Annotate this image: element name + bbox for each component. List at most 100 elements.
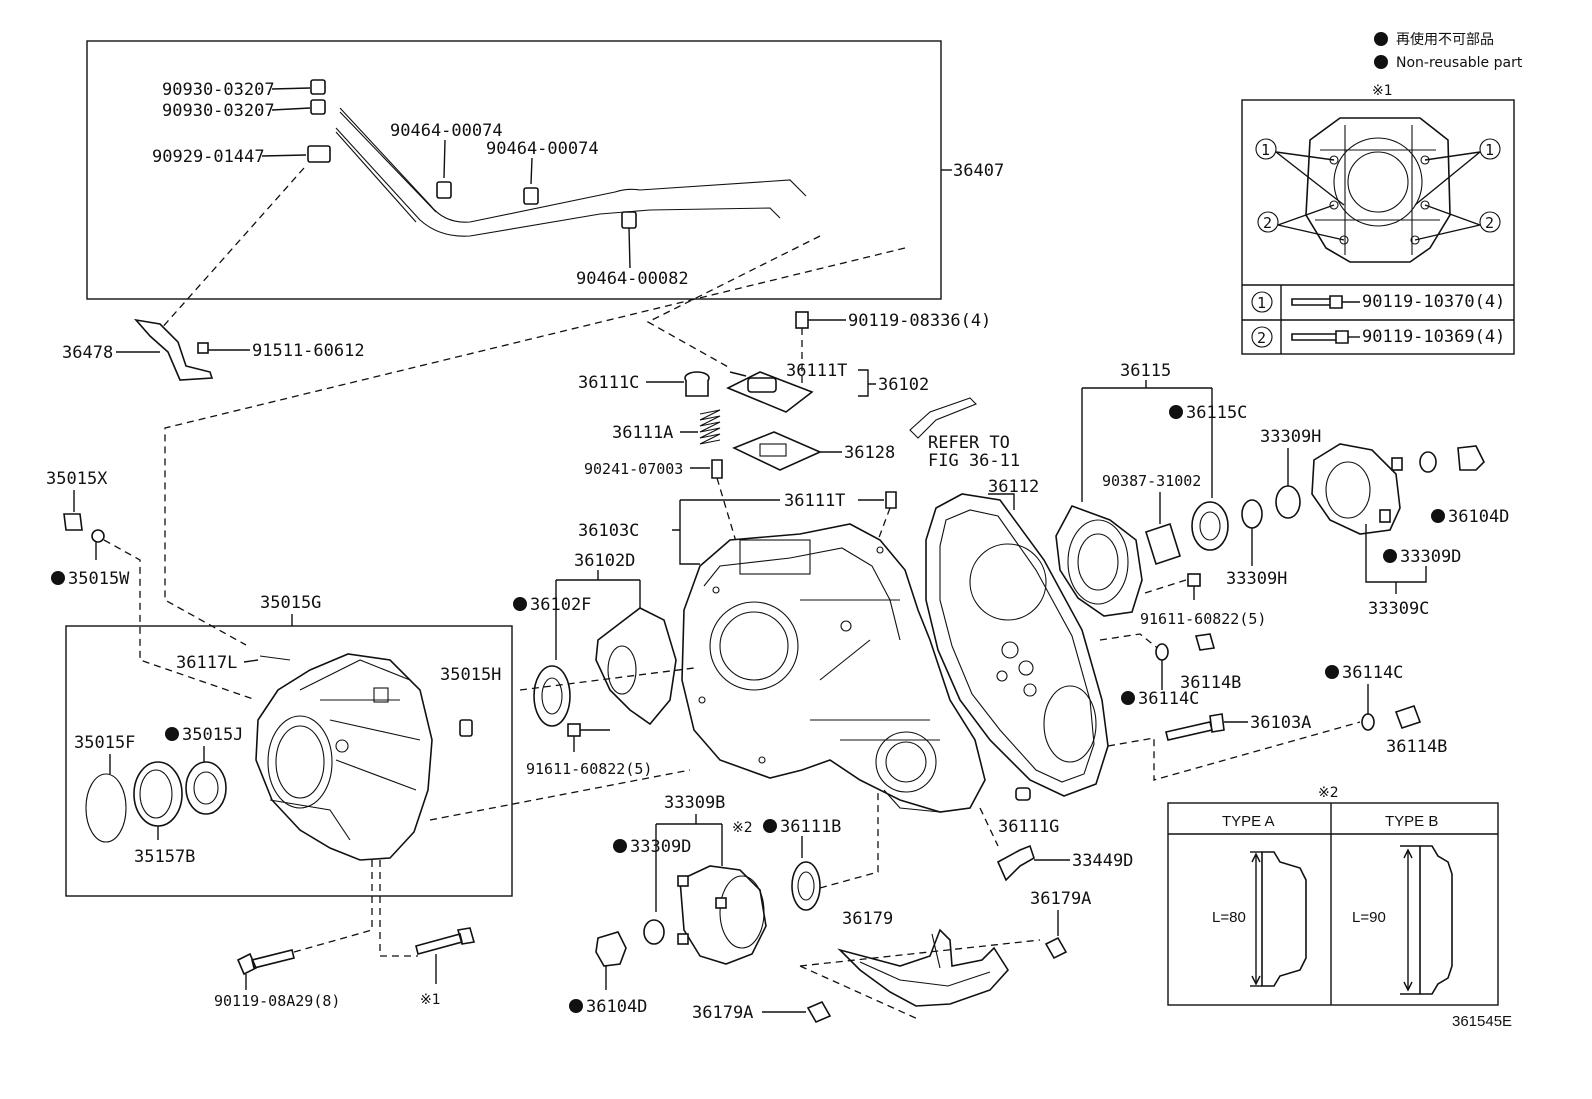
label-90387-31002: 90387-31002: [1102, 472, 1201, 490]
row-1-num: 1: [1257, 294, 1266, 312]
label-36104D-left: 36104D: [586, 997, 647, 1017]
inset-note1-frame: [1241, 99, 1515, 355]
seal-33309H: [1275, 485, 1301, 519]
label-90119-08336: 90119-08336(4): [848, 311, 991, 331]
legend-jp: 再使用不可部品: [1396, 31, 1494, 48]
inset-note1-marker: ※1: [1372, 83, 1393, 99]
pin-36111G: [1015, 787, 1031, 801]
non-reusable-dot-icon: [165, 727, 179, 741]
non-reusable-dot-icon: [569, 999, 583, 1013]
spacer-35157B: [133, 761, 183, 827]
label-33309B: 33309B: [664, 793, 725, 813]
union-fitting-icon: [310, 99, 326, 115]
hose-clip-icon: [621, 211, 637, 229]
bolt-icon: [1291, 295, 1343, 309]
type-a-header: TYPE A: [1222, 813, 1275, 830]
bolt-36179A: [1044, 936, 1068, 960]
inset-note2-marker: ※2: [1318, 785, 1339, 801]
extension-36115: [1055, 505, 1143, 617]
label-91611-60822-left: 91611-60822(5): [526, 760, 652, 778]
plug-36114B: [1194, 633, 1216, 651]
hose-clip-icon: [523, 187, 539, 205]
label-35015J: 35015J: [182, 725, 243, 745]
callout-2-circle: [1257, 211, 1279, 233]
bearing-36115C: [1191, 501, 1229, 551]
drain-fill-plugs: 36114B 36114C 36103A 36114C 36114B: [1099, 633, 1447, 781]
label-36111B: 36111B: [780, 817, 841, 837]
bolt-note1: [415, 927, 476, 955]
non-reusable-dot-icon: [1383, 549, 1397, 563]
gasket-36114C: [1155, 643, 1169, 661]
seal-type-a: [1261, 851, 1307, 987]
label-90930-03207-b: 90930-03207: [162, 101, 275, 121]
sensor-33449D: [996, 844, 1035, 882]
label-36103A: 36103A: [1250, 713, 1311, 733]
label-90930-03207-a: 90930-03207: [162, 80, 275, 100]
plug-group-35015X: 35015X 35015W: [46, 469, 257, 701]
callout-1: 1: [1261, 141, 1270, 159]
label-36407: 36407: [953, 161, 1004, 181]
label-33309H-bot: 33309H: [1226, 569, 1287, 589]
refer-note: REFER TO FIG 36-11: [845, 397, 1020, 627]
row-1-circle: [1251, 291, 1273, 313]
label-36114C-mid: 36114C: [1138, 689, 1199, 709]
type-b-header: TYPE B: [1385, 813, 1438, 830]
callout-2: 2: [1263, 214, 1272, 232]
label-35157B: 35157B: [134, 847, 195, 867]
sensor-group: 36111G 33449D: [979, 787, 1133, 882]
refer-fig: FIG 36-11: [928, 451, 1020, 471]
label-35015X: 35015X: [46, 469, 108, 489]
gasket-36128: [732, 431, 822, 471]
extension-group-36115: 36115 36115C 90387-31002 91611-60822(5): [1055, 361, 1266, 628]
label-36111A: 36111A: [612, 423, 673, 443]
hose-assembly-box: 36407 90930-03207 90930-03207 90929-0144…: [86, 40, 1004, 300]
non-reusable-dot-icon: [613, 839, 627, 853]
hose-clip-icon: [436, 181, 452, 199]
gasket-35015W: [91, 529, 105, 543]
note2-marker: ※2: [732, 820, 753, 836]
bushing-90387: [1145, 522, 1181, 566]
label-36102D: 36102D: [574, 551, 635, 571]
length-b: L=90: [1352, 909, 1386, 926]
snap-ring-35015F: [85, 773, 127, 843]
bolt-36179A: [806, 1000, 832, 1024]
nut-36104D: [595, 931, 627, 967]
label-36117L: 36117L: [176, 653, 237, 673]
oil-seal-36111B: [791, 861, 821, 911]
label-36111T-mid: 36111T: [784, 491, 845, 511]
oil-seal-35015J: [185, 761, 227, 815]
label-90464-00074-a: 90464-00074: [390, 121, 503, 141]
non-reusable-dot-icon: [1374, 32, 1388, 46]
refer-text: REFER TO: [928, 433, 1010, 453]
transfer-case-36103C: [681, 523, 986, 813]
case-cover-36112: 36112: [925, 477, 1109, 797]
flange-group-33309B: 33309B 33309D 36104D ※2 36111B: [569, 790, 879, 1017]
housing-35015G: [255, 653, 433, 861]
skid-plate-36179: [837, 928, 1010, 1007]
legend: 再使用不可部品 Non-reusable part: [1374, 31, 1523, 71]
label-36111G: 36111G: [998, 817, 1059, 837]
nut-36104D: [1457, 445, 1485, 471]
seal-type-b: [1419, 845, 1453, 995]
flange-group-33309C: 33309H 33309H 36104D 33309D 33309C: [1226, 427, 1509, 619]
label-90241-07003: 90241-07003: [584, 460, 683, 478]
label-36128: 36128: [844, 443, 895, 463]
bolt-icon: [1291, 330, 1349, 344]
label-33309H-top: 33309H: [1260, 427, 1321, 447]
bolt-90119-08A29: [236, 949, 295, 976]
non-reusable-dot-icon: [1121, 691, 1135, 705]
gasket-36114C: [1361, 713, 1375, 731]
label-35015F: 35015F: [74, 733, 135, 753]
breather-hose-upper: [339, 107, 807, 223]
oil-seal-36102F: [533, 665, 571, 727]
cover-group-36102: 90119-08336(4) 36111T 36102 36111C 36111…: [578, 311, 991, 556]
figure-id: 361545E: [1452, 1013, 1512, 1030]
label-90464-00074-b: 90464-00074: [486, 139, 599, 159]
callout-1-circle: [1255, 138, 1277, 160]
bolt-icon: [795, 311, 809, 329]
label-36102F: 36102F: [530, 595, 591, 615]
label-90464-00082: 90464-00082: [576, 269, 689, 289]
label-35015W: 35015W: [68, 569, 130, 589]
front-housing-group: 35015G 36117L 35015H 35015F 35157B 35015…: [65, 593, 513, 897]
